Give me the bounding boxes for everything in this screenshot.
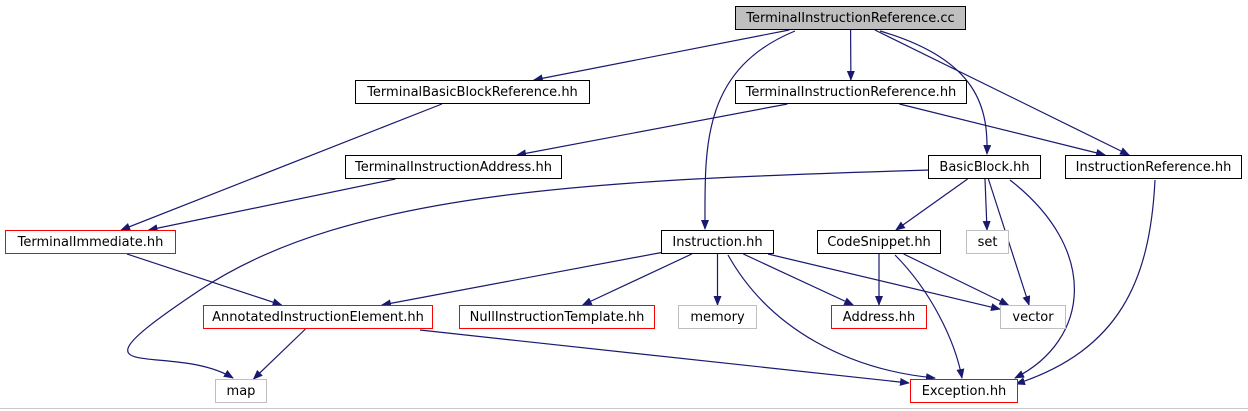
edge-root-to-ir <box>874 29 1130 156</box>
node-instruction-hh[interactable]: Instruction.hh <box>661 230 774 254</box>
edge-bb-to-cs <box>895 178 968 231</box>
edge-ins-to-addr <box>743 253 855 306</box>
node-terminalinstructionreference-hh[interactable]: TerminalInstructionReference.hh <box>735 80 967 104</box>
edge-bb-to-map <box>127 169 931 379</box>
node-set: set <box>966 230 1009 254</box>
edge-aie-to-exc <box>419 329 910 386</box>
edge-bb-to-exc <box>1009 179 1075 379</box>
node-exception-hh[interactable]: Exception.hh <box>910 379 1018 403</box>
node-annotatedinstructionelement-hh[interactable]: AnnotatedInstructionElement.hh <box>203 305 433 329</box>
edge-tirh-to-tia <box>516 103 788 158</box>
edge-ins-to-nit <box>581 253 693 306</box>
edge-aie-to-map <box>252 328 306 380</box>
edge-cs-to-exc <box>894 254 965 379</box>
node-nullinstructiontemplate-hh[interactable]: NullInstructionTemplate.hh <box>459 305 655 329</box>
edge-tirh-to-ir <box>899 103 1107 157</box>
node-vector: vector <box>1000 305 1066 329</box>
edge-tbbr-to-ti <box>120 103 443 231</box>
edge-tia-to-ti <box>147 178 396 233</box>
edge-ins-to-exc <box>727 254 936 382</box>
node-codesnippet-hh[interactable]: CodeSnippet.hh <box>817 230 941 254</box>
node-terminalimmediate-hh[interactable]: TerminalImmediate.hh <box>5 230 176 254</box>
edge-ins-to-aie <box>380 252 662 308</box>
edge-root-to-ins <box>700 30 796 230</box>
edge-cs-to-vec <box>903 253 1010 306</box>
node-address-hh[interactable]: Address.hh <box>831 305 927 329</box>
edge-ti-to-aie <box>126 253 283 306</box>
node-map: map <box>215 379 267 403</box>
edge-root-to-bb <box>879 30 992 155</box>
node-instructionreference-hh[interactable]: InstructionReference.hh <box>1065 155 1242 179</box>
node-terminalinstructionreference-cc: TerminalInstructionReference.cc <box>735 6 966 30</box>
node-basicblock-hh[interactable]: BasicBlock.hh <box>928 155 1041 179</box>
edge-root-to-tbbr <box>532 29 790 83</box>
edge-bb-to-set <box>982 178 991 231</box>
edge-ins-to-vec <box>767 253 1001 312</box>
node-memory: memory <box>678 305 757 329</box>
bottom-divider <box>0 408 1248 409</box>
node-terminalinstructionaddress-hh[interactable]: TerminalInstructionAddress.hh <box>345 155 562 179</box>
edge-ir-to-exc <box>1015 179 1156 386</box>
node-terminalbasicblockreference-hh[interactable]: TerminalBasicBlockReference.hh <box>355 80 590 104</box>
